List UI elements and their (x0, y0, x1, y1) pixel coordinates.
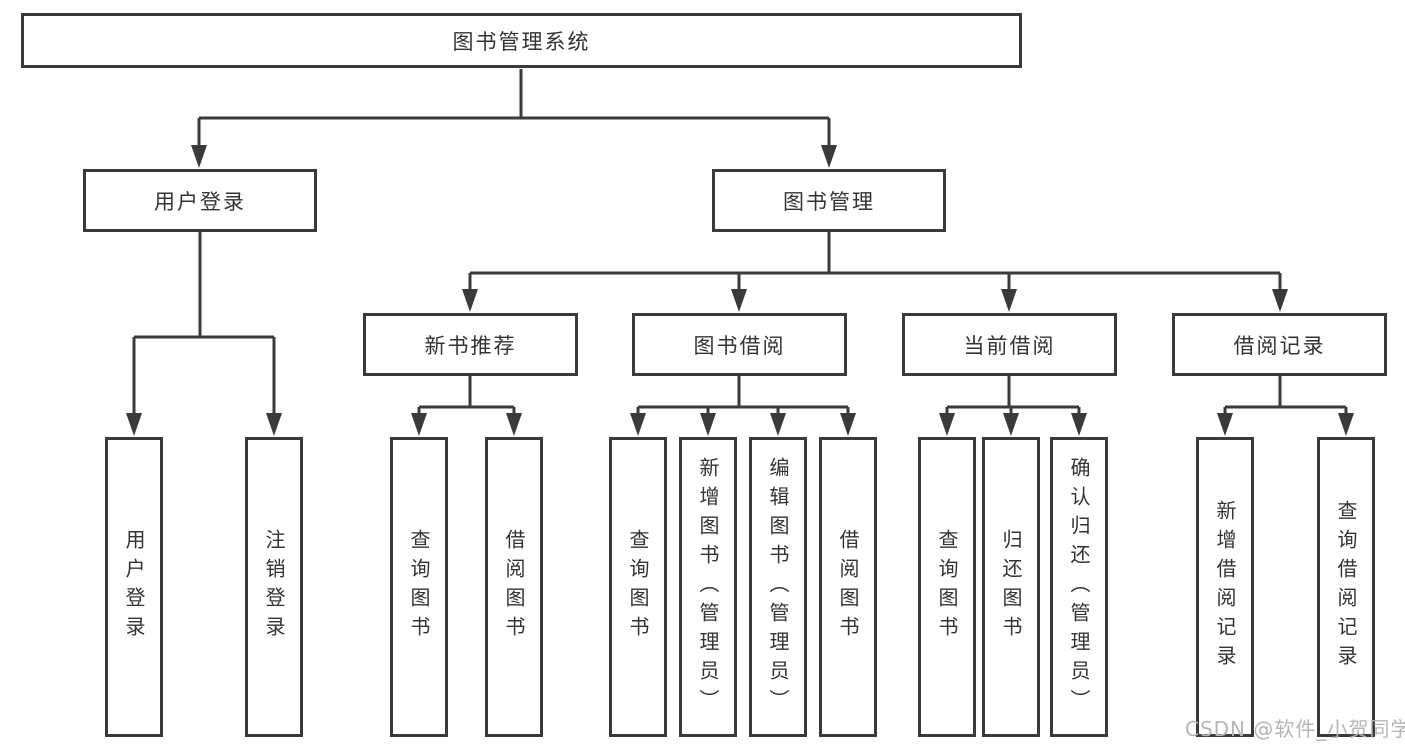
node-label: 借阅记录 (1233, 333, 1326, 358)
leaf-confirm-return-admin: 确认归还（管理员） (1050, 437, 1108, 737)
node-borrowing-records: 借阅记录 (1172, 313, 1387, 376)
leaf-borrow-books-recommend: 借阅图书 (485, 437, 543, 737)
leaf-user-login: 用户登录 (105, 437, 163, 737)
leaf-query-books-recommend: 查询图书 (390, 437, 448, 737)
node-book-management: 图书管理 (712, 169, 946, 232)
node-user-login: 用户登录 (83, 169, 317, 232)
node-label: 新增图书（管理员） (696, 456, 720, 718)
node-label: 借阅图书 (502, 529, 526, 645)
node-label: 借阅图书 (836, 529, 860, 645)
node-root-library-system: 图书管理系统 (21, 13, 1022, 68)
node-label: 查询图书 (626, 529, 650, 645)
node-label: 用户登录 (122, 529, 146, 645)
node-label: 注销登录 (262, 529, 286, 645)
leaf-query-books-current: 查询图书 (918, 437, 976, 737)
node-label: 编辑图书（管理员） (766, 456, 790, 718)
node-label: 图书管理 (783, 189, 875, 214)
node-label: 确认归还（管理员） (1067, 456, 1091, 718)
node-label: 查询借阅记录 (1334, 500, 1358, 674)
leaf-add-book-admin: 新增图书（管理员） (679, 437, 737, 737)
node-label: 当前借阅 (963, 333, 1056, 358)
node-label: 用户登录 (154, 189, 246, 214)
leaf-query-books-borrow: 查询图书 (609, 437, 667, 737)
leaf-edit-book-admin: 编辑图书（管理员） (749, 437, 807, 737)
node-label: 新增借阅记录 (1213, 500, 1237, 674)
leaf-add-borrow-record: 新增借阅记录 (1196, 437, 1254, 737)
node-new-book-recommendation: 新书推荐 (363, 313, 578, 376)
node-current-borrowing: 当前借阅 (902, 313, 1117, 376)
node-label: 新书推荐 (424, 333, 517, 358)
node-label: 图书借阅 (693, 333, 786, 358)
leaf-query-borrow-record: 查询借阅记录 (1317, 437, 1375, 737)
leaf-borrow-books-borrow: 借阅图书 (819, 437, 877, 737)
watermark-text: CSDN @软件_小贺同学 (1185, 717, 1405, 741)
arrowheads (126, 145, 1354, 436)
node-label: 查询图书 (407, 529, 431, 645)
node-label: 归还图书 (999, 529, 1023, 645)
leaf-logout: 注销登录 (245, 437, 303, 737)
node-book-borrowing: 图书借阅 (632, 313, 847, 376)
node-label: 图书管理系统 (452, 29, 591, 54)
node-label: 查询图书 (935, 529, 959, 645)
leaf-return-book: 归还图书 (982, 437, 1040, 737)
